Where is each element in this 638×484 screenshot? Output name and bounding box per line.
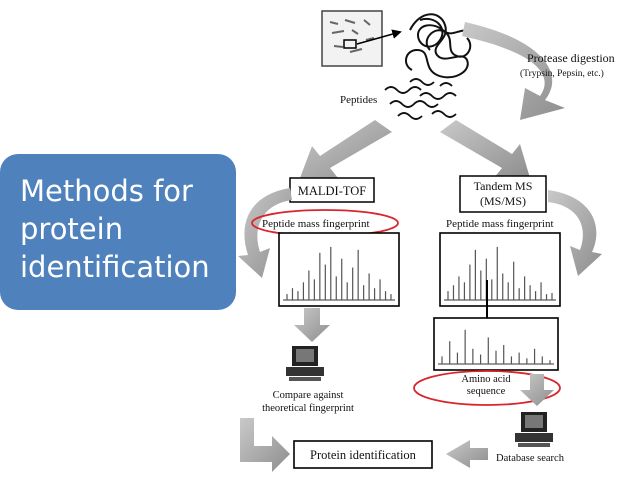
protein-structure-icon — [405, 13, 475, 79]
computer-icon-right — [515, 412, 553, 447]
maldi-loop-arrow — [238, 188, 292, 278]
maldi-title: MALDI-TOF — [298, 184, 367, 198]
maldi-spectrum-box — [278, 232, 400, 307]
database-search-label: Database search — [496, 453, 565, 464]
amino-line2: sequence — [467, 386, 506, 397]
arrow-to-left-computer — [294, 308, 330, 342]
callout-line-3: identification — [20, 250, 210, 284]
compare-line1: Compare against — [273, 390, 344, 401]
protein-identification-box — [293, 440, 433, 469]
highlight-ring-amino — [413, 370, 561, 406]
protease-examples: (Trypsin, Pepsin, etc.) — [520, 68, 604, 79]
maldi-tof-box — [289, 177, 375, 203]
gel-image — [321, 10, 383, 67]
amino-line1: Amino acid — [461, 374, 511, 385]
tandem-title-line2: (MS/MS) — [480, 194, 526, 208]
arrow-to-right-computer — [520, 374, 554, 406]
callout-line-1: Methods for — [20, 174, 193, 208]
pmf-left-label: Peptide mass fingerprint — [262, 218, 370, 230]
arrow-database-to-identification — [446, 440, 488, 468]
computer-icon-left — [286, 346, 324, 381]
protease-label: Protease digestion — [527, 51, 615, 65]
compare-line2: theoretical fingerprint — [262, 403, 354, 414]
methods-callout: Methods for protein identification — [0, 154, 236, 310]
tandem-loop-arrow — [548, 190, 602, 276]
tandem-title-line1: Tandem MS — [474, 179, 533, 193]
peptides-label: Peptides — [340, 94, 377, 106]
peptide-fragments — [384, 78, 457, 120]
tandem-spectrum-box — [439, 232, 561, 307]
arrow-to-tandem — [440, 120, 530, 178]
arrow-compare-to-identification — [240, 418, 290, 472]
tandem-ms-box — [459, 175, 547, 213]
protease-digestion-arrow — [462, 22, 565, 120]
protein-identification-label: Protein identification — [310, 448, 417, 462]
pmf-right-label: Peptide mass fingerprint — [446, 218, 554, 230]
gel-to-protein-arrow — [356, 29, 402, 45]
callout-line-2: protein — [20, 212, 124, 246]
msms-spectrum-peaks — [438, 329, 554, 365]
maldi-spectrum-peaks — [283, 246, 395, 301]
arrow-to-maldi — [300, 120, 392, 178]
